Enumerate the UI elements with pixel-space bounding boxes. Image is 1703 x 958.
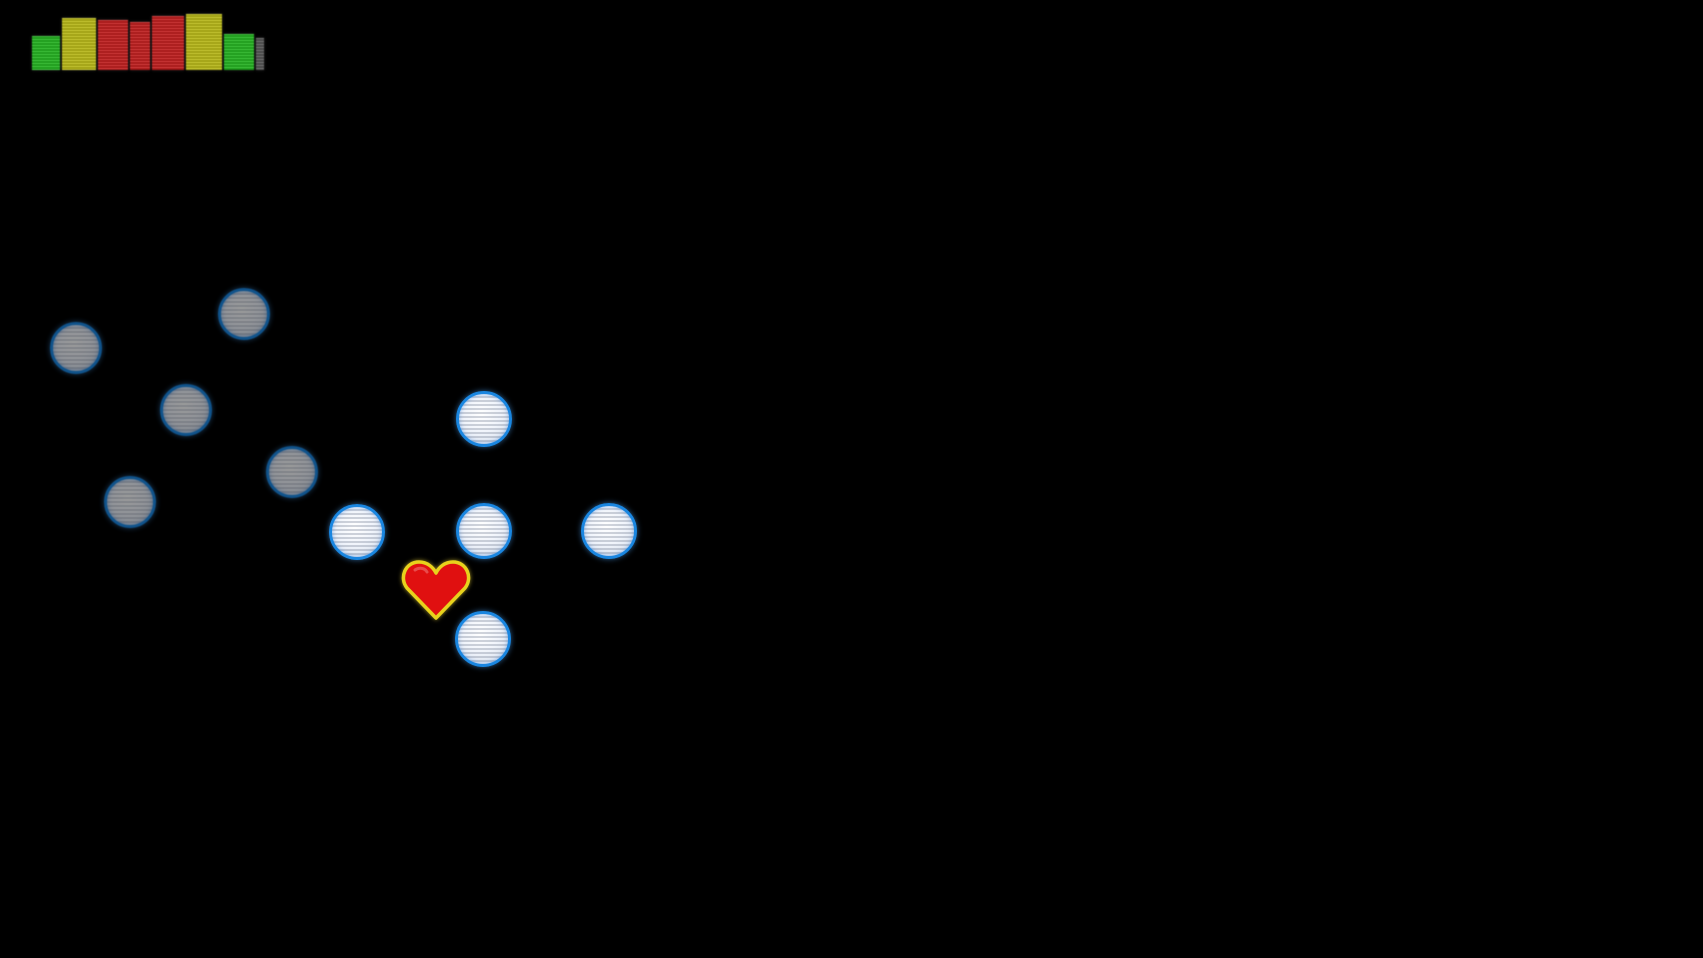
bullet-orb-icon [104,476,156,528]
hud-bar [224,34,254,70]
bullet-orb-icon [160,384,212,436]
player-heart[interactable] [401,556,471,622]
bullet-orb-icon [266,446,318,498]
hud-bar [152,16,184,70]
bullet-orb-icon [456,503,512,559]
hud-bar [98,20,128,70]
hud-bar [32,36,60,70]
bullet-orb-icon [455,611,511,667]
bullet-orb-icon [218,288,270,340]
hud-bars [32,8,264,70]
hud-bar [256,38,264,70]
hud-bar [186,14,222,70]
hud-bar [62,18,96,70]
bullet-orb-icon [50,322,102,374]
bullet-orb-icon [456,391,512,447]
bullet-orb-icon [329,504,385,560]
heart-icon [401,560,471,620]
bullet-orb-icon [581,503,637,559]
hud-bar [130,22,150,70]
